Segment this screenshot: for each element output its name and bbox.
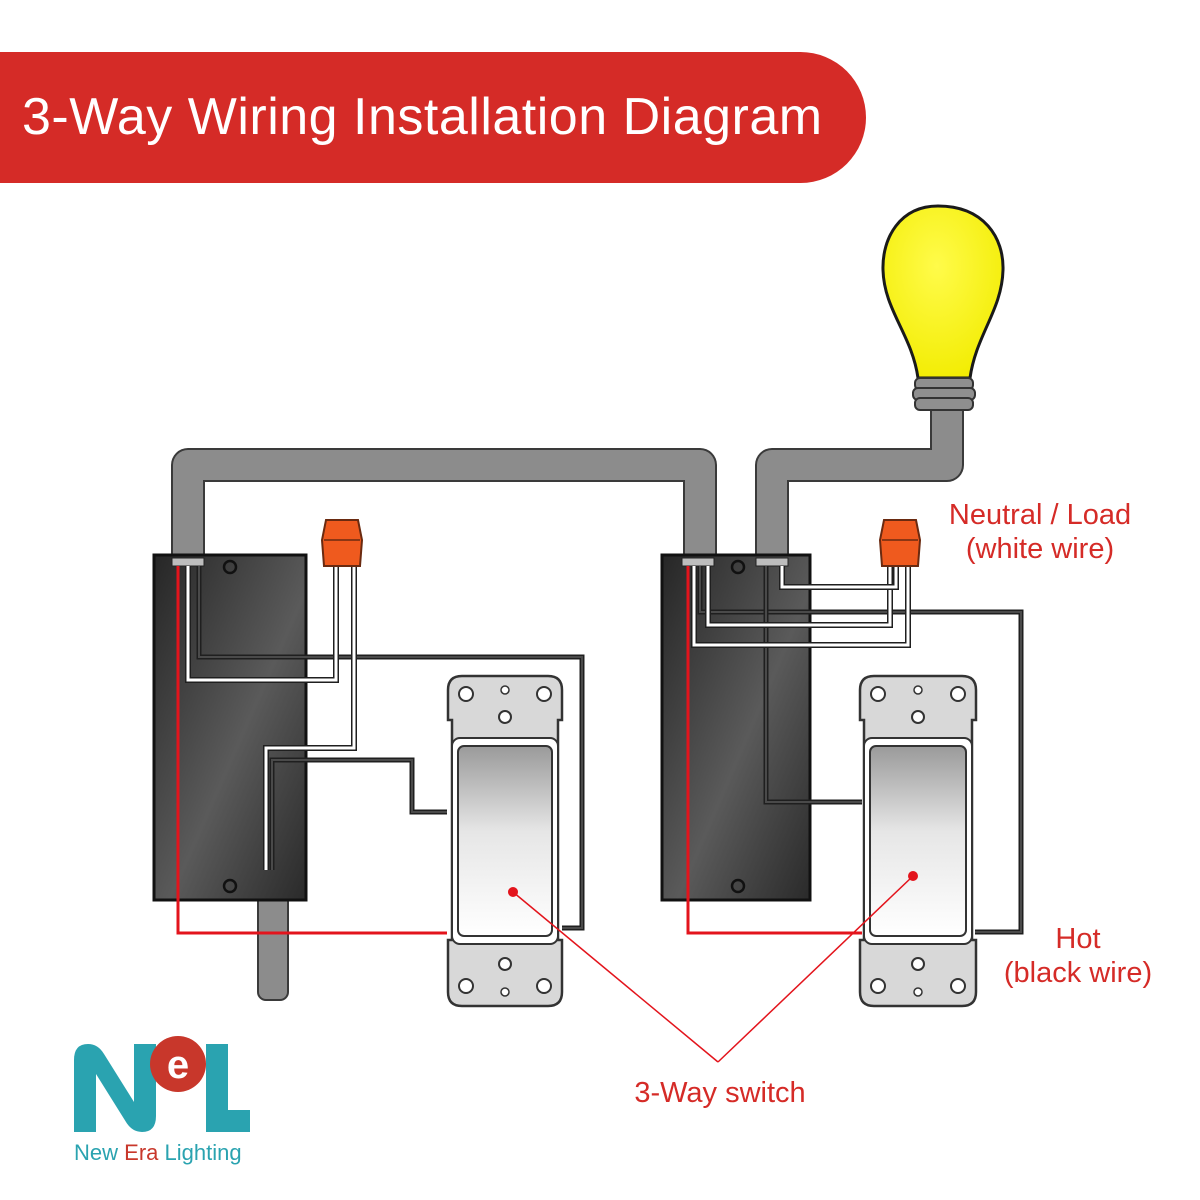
right-3-way-switch (858, 674, 978, 1008)
left-traveler-wires (196, 566, 585, 931)
light-bulb-icon (881, 204, 1005, 411)
left-3-way-switch (446, 674, 564, 1008)
conduit-between-boxes (171, 448, 717, 560)
right-hot-wire (686, 566, 862, 935)
hot-label-line1: Hot (1055, 923, 1101, 955)
page-title: 3-Way Wiring Installation Diagram (22, 88, 823, 146)
right-wire-nut-icon (878, 519, 922, 567)
neutral-load-label: Neutral / Load (white wire) (942, 498, 1138, 566)
title-banner (0, 52, 866, 183)
switch-callout-lines (512, 875, 914, 1063)
left-neutral-wires (185, 566, 357, 870)
brand-lighting: Lighting (164, 1140, 242, 1165)
left-hot-wire (176, 566, 447, 935)
neutral-label-line1: Neutral / Load (948, 499, 1132, 531)
conduit-to-bulb (755, 410, 964, 560)
neutral-label-line2: (white wire) (965, 533, 1115, 565)
right-neutral-wires (691, 566, 911, 648)
brand-name: New Era Lighting (74, 1140, 242, 1166)
brand-new: New (74, 1140, 119, 1165)
right-electrical-box (660, 553, 812, 902)
hot-label: Hot (black wire) (1000, 922, 1156, 990)
brand-era: Era (124, 1140, 159, 1165)
left-wire-nut-icon (320, 519, 364, 567)
hot-label-line2: (black wire) (1003, 957, 1153, 989)
switch-label: 3-Way switch (634, 1077, 806, 1109)
svg-text:e: e (167, 1043, 189, 1087)
nel-logo-icon: e (74, 1036, 250, 1132)
